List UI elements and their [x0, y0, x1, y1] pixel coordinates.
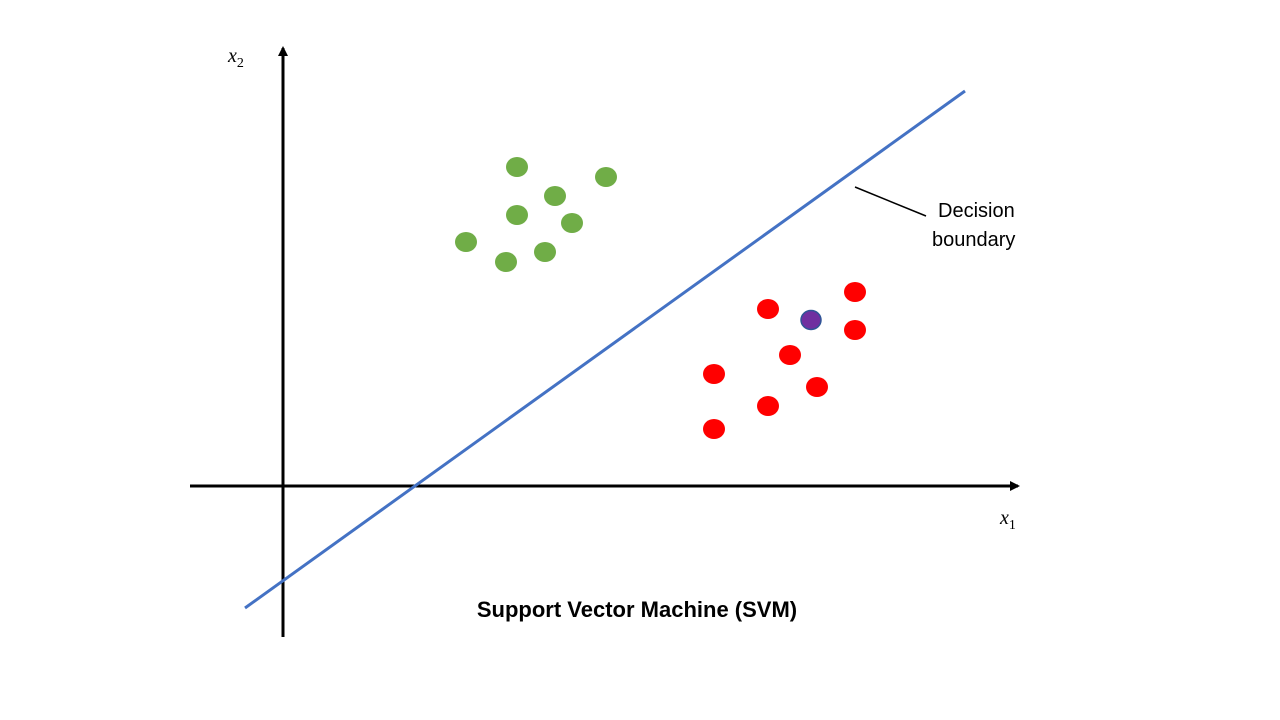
- x-axis-subscript: 1: [1009, 518, 1016, 533]
- red-point: [757, 299, 779, 319]
- red-point: [844, 320, 866, 340]
- decision-boundary-line: [244, 89, 966, 610]
- red-point: [844, 282, 866, 302]
- class-green-points: [455, 157, 617, 272]
- class-red-points: [703, 282, 866, 439]
- red-point: [703, 419, 725, 439]
- red-point: [806, 377, 828, 397]
- highlighted-point: [800, 309, 822, 331]
- red-point: [757, 396, 779, 416]
- green-point: [595, 167, 617, 187]
- x-axis-symbol: x: [999, 507, 1009, 529]
- annotation-line-2: boundary: [932, 229, 1015, 251]
- y-axis-symbol: x: [227, 45, 237, 67]
- green-point: [506, 205, 528, 225]
- annotation-leader-line: [854, 186, 927, 217]
- red-point: [703, 364, 725, 384]
- x-axis-label: x1: [999, 507, 1016, 533]
- green-point: [455, 232, 477, 252]
- diagram-title: Support Vector Machine (SVM): [477, 597, 797, 622]
- green-point: [534, 242, 556, 262]
- green-point: [495, 252, 517, 272]
- y-axis-subscript: 2: [237, 56, 244, 71]
- green-point: [561, 213, 583, 233]
- green-point: [506, 157, 528, 177]
- green-point: [544, 186, 566, 206]
- annotation-line-1: Decision: [938, 200, 1015, 222]
- y-axis-label: x2: [227, 45, 244, 71]
- red-point: [779, 345, 801, 365]
